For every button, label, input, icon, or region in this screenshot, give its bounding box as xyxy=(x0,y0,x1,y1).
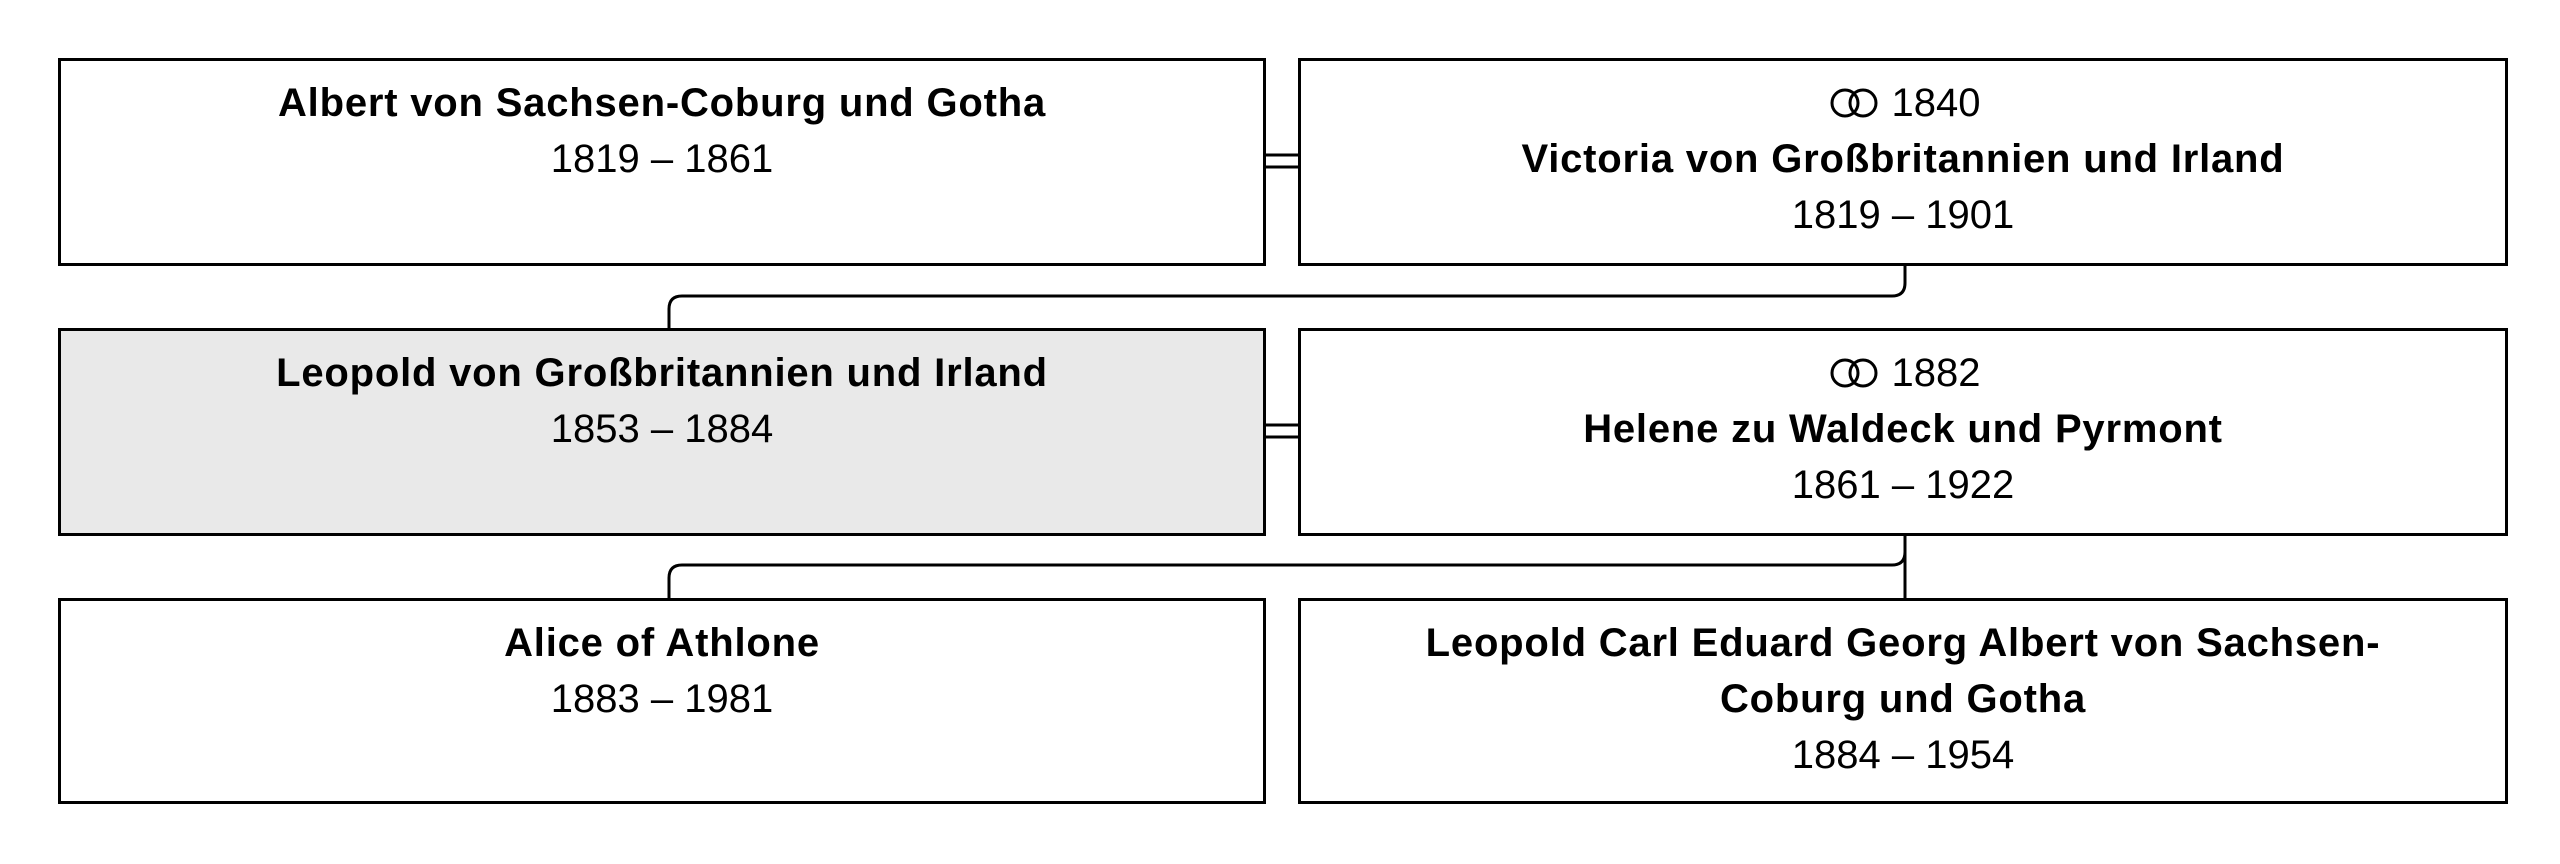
marriage-info: 1840 xyxy=(1301,75,2505,131)
person-box-leopold[interactable]: Leopold von Großbritannien und Irland 18… xyxy=(58,328,1266,536)
interlocked-rings-icon xyxy=(1830,358,1877,388)
person-dates: 1853 – 1884 xyxy=(550,407,774,451)
marriage-year: 1840 xyxy=(1891,81,1981,125)
person-box-helene[interactable]: 1882 Helene zu Waldeck und Pyrmont 1861 … xyxy=(1298,328,2508,536)
person-dates: 1819 – 1861 xyxy=(550,137,774,181)
person-dates: 1883 – 1981 xyxy=(550,677,774,721)
person-dates: 1861 – 1922 xyxy=(1791,463,2015,507)
marriage-year: 1882 xyxy=(1891,351,1981,395)
descent-line-row2-to-alice xyxy=(667,534,1907,600)
person-name: Alice of Athlone xyxy=(504,621,820,665)
interlocked-rings-icon xyxy=(1830,88,1877,118)
person-name: Leopold von Großbritannien und Irland xyxy=(276,351,1048,395)
person-dates: 1819 – 1901 xyxy=(1791,193,2015,237)
person-box-alice[interactable]: Alice of Athlone 1883 – 1981 xyxy=(58,598,1266,804)
marriage-info: 1882 xyxy=(1301,345,2505,401)
person-name: Victoria von Großbritannien und Irland xyxy=(1521,137,2285,181)
person-name: Albert von Sachsen-Coburg und Gotha xyxy=(277,81,1047,125)
person-name: Helene zu Waldeck und Pyrmont xyxy=(1583,407,2223,451)
person-box-albert[interactable]: Albert von Sachsen-Coburg und Gotha 1819… xyxy=(58,58,1266,266)
person-box-victoria[interactable]: 1840 Victoria von Großbritannien und Irl… xyxy=(1298,58,2508,266)
person-box-leopold-carl[interactable]: Leopold Carl Eduard Georg Albert von Sac… xyxy=(1298,598,2508,804)
descent-line-row1-to-row2 xyxy=(667,264,1907,330)
person-name: Leopold Carl Eduard Georg Albert von Sac… xyxy=(1425,621,2381,721)
person-dates: 1884 – 1954 xyxy=(1791,733,2015,777)
